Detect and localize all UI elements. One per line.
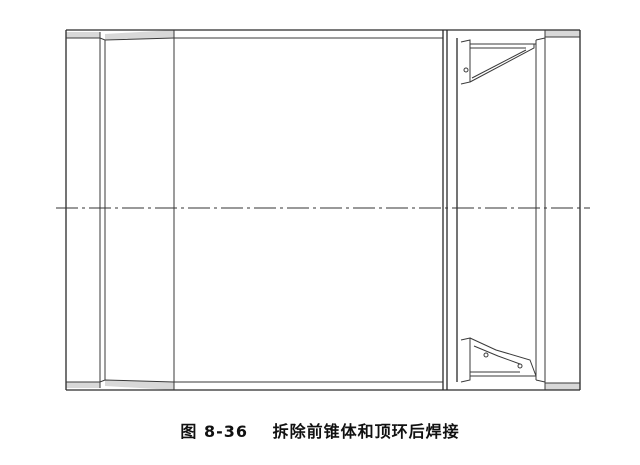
figure-title: 拆除前锥体和顶环后焊接 [272,422,460,441]
weld-seam [442,30,458,390]
pipe-inner-wall [66,36,580,384]
technical-drawing [56,29,590,391]
figure-caption: 图 8-36 拆除前锥体和顶环后焊接 [0,418,640,442]
figure-number: 图 8-36 [180,422,249,441]
pipe-wall-shading [66,30,580,390]
pipe-outer-outline [65,29,581,391]
cone-bracket-bottom [460,337,546,383]
left-flange-lines [99,30,175,390]
fastener-top [463,67,469,73]
cone-bracket-top [460,30,546,390]
fastener-bottom [483,352,523,369]
